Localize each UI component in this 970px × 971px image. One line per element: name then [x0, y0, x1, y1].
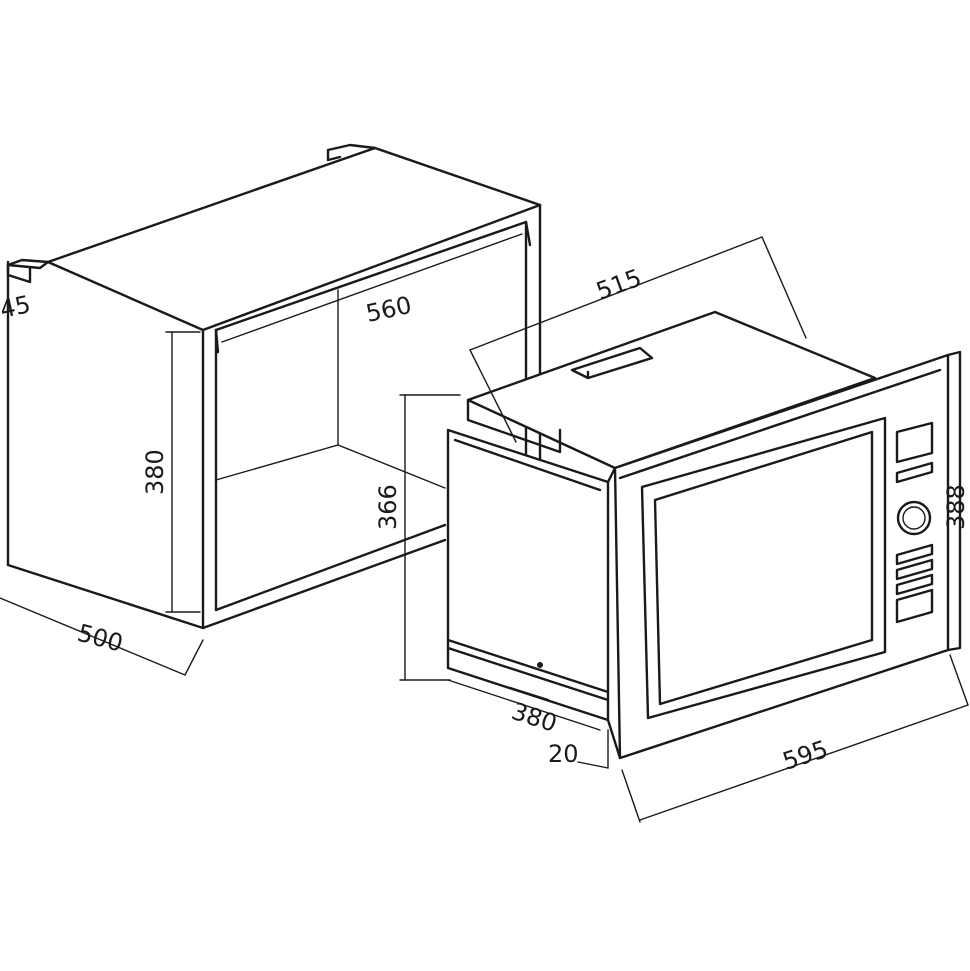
cabinet-depth-notch-label: 45 — [0, 290, 33, 324]
frame-offset-label: 20 — [548, 740, 579, 768]
built-in-microwave — [399, 236, 969, 823]
cabinet-depth-label: 500 — [74, 619, 125, 658]
cabinet-height-label: 380 — [141, 449, 169, 495]
front-width-label: 595 — [779, 735, 831, 776]
appliance-depth-label: 515 — [592, 264, 645, 306]
cabinet-niche — [0, 143, 542, 676]
appliance-height-label: 366 — [374, 484, 402, 530]
cabinet-width-label: 560 — [363, 291, 414, 328]
front-height-label: 388 — [942, 484, 970, 530]
